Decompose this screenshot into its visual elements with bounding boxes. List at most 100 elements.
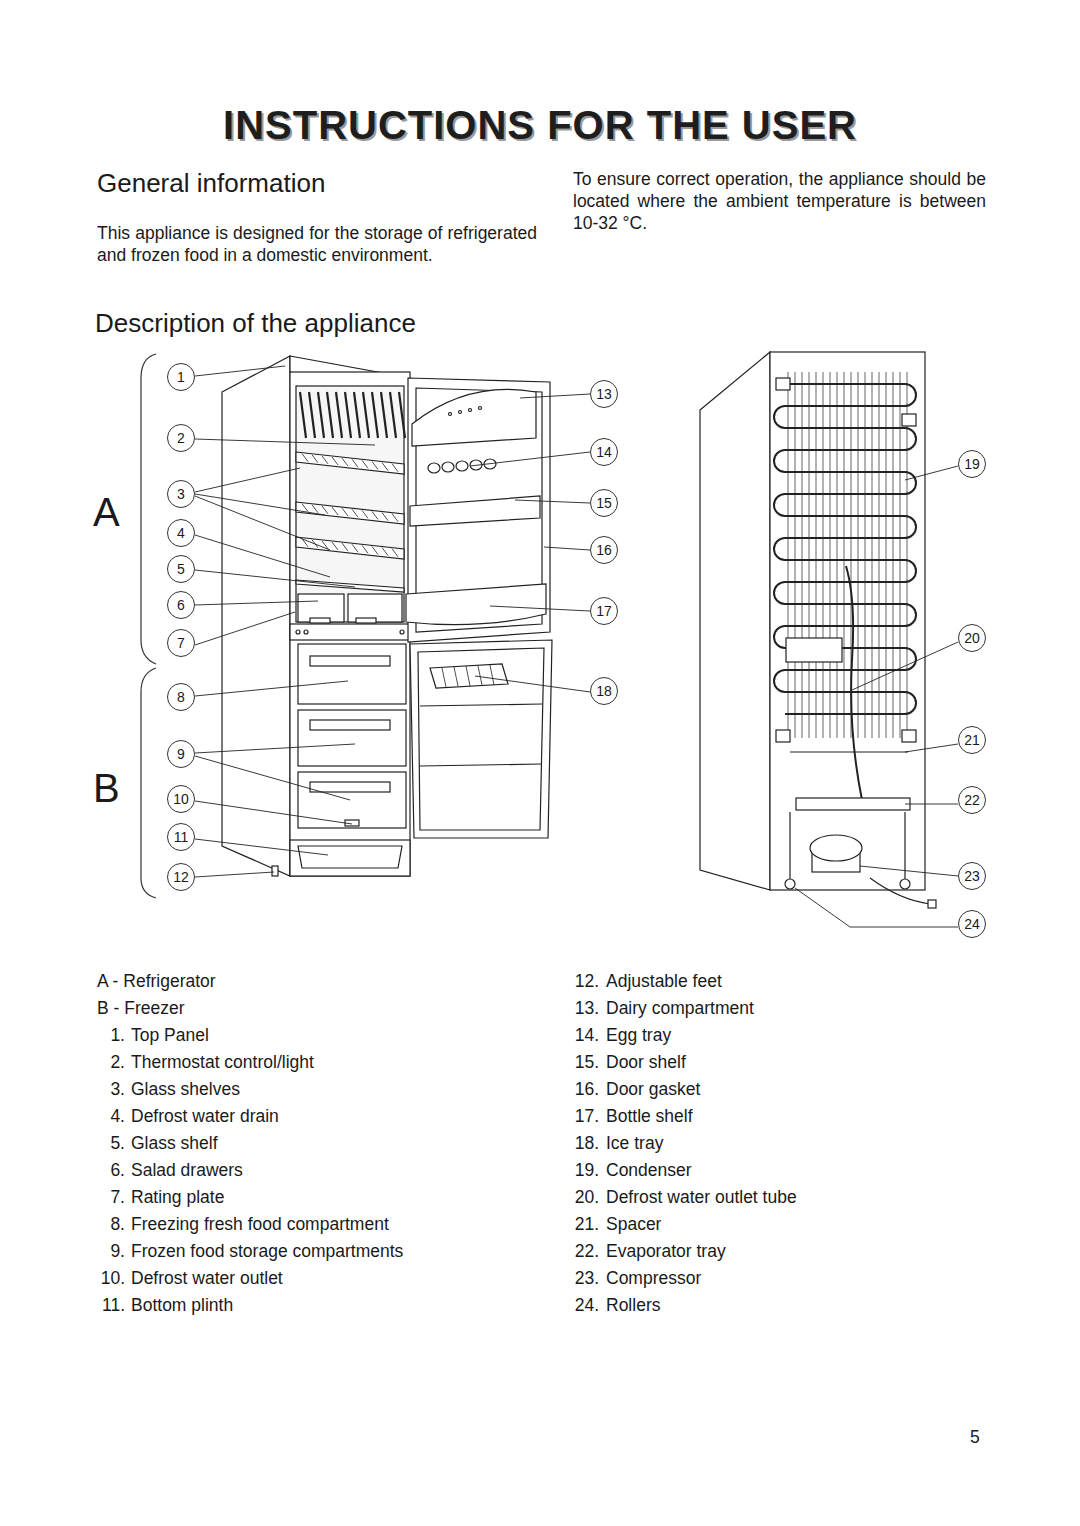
drawing-part <box>846 566 862 800</box>
drawing-part <box>195 570 355 587</box>
callout-circle: 17 <box>590 597 618 625</box>
drawing-part <box>860 866 958 876</box>
callout-number: 15 <box>596 495 612 511</box>
part-number: 21. <box>566 1214 599 1236</box>
section-heading: General information <box>97 167 325 200</box>
drawing-part <box>459 411 462 414</box>
section-heading: Description of the appliance <box>95 307 416 340</box>
drawing-part <box>902 414 916 426</box>
callout-number: 18 <box>596 683 612 699</box>
callout-number: 3 <box>177 486 185 502</box>
part-number: 19. <box>566 1160 599 1182</box>
part-name: Defrost water drain <box>131 1106 279 1128</box>
drawing-part <box>428 463 440 473</box>
part-number: 11. <box>92 1295 125 1317</box>
drawing-part <box>902 730 916 742</box>
callout-circle: 7 <box>167 629 195 657</box>
callout-number: 24 <box>964 916 980 932</box>
part-name: Glass shelf <box>131 1133 218 1155</box>
drawing-part <box>412 389 536 446</box>
drawing-part <box>222 356 290 876</box>
drawing-part <box>348 594 402 622</box>
callout-circle: 5 <box>167 555 195 583</box>
callout-number: 10 <box>173 791 189 807</box>
callout-circle: 19 <box>958 450 986 478</box>
drawing-part <box>795 888 958 927</box>
drawing-part <box>195 744 355 753</box>
part-number: 10. <box>92 1268 125 1290</box>
drawing-part <box>774 384 916 714</box>
drawing-part <box>776 378 790 390</box>
part-number: 4. <box>92 1106 125 1128</box>
drawing-part <box>298 644 406 704</box>
fridge-back-view <box>700 352 936 908</box>
callout-circle: 18 <box>590 677 618 705</box>
drawing-part <box>195 612 295 645</box>
part-number: 5. <box>92 1133 125 1155</box>
drawing-part <box>810 835 862 861</box>
callout-circle: 1 <box>167 363 195 391</box>
part-name: Rollers <box>606 1295 660 1317</box>
callout-number: 13 <box>596 386 612 402</box>
drawing-part <box>298 594 344 622</box>
part-name: Spacer <box>606 1214 661 1236</box>
callout-circle: 22 <box>958 786 986 814</box>
leader-lines <box>195 366 958 927</box>
part-number: 1. <box>92 1025 125 1047</box>
callout-number: 1 <box>177 369 185 385</box>
drawing-part <box>786 638 842 662</box>
part-name: Top Panel <box>131 1025 209 1047</box>
drawing-part <box>410 640 552 838</box>
callout-circle: 3 <box>167 480 195 508</box>
paragraph: This appliance is designed for the stora… <box>97 222 537 266</box>
drawing-part <box>406 584 546 625</box>
part-name: Evaporator tray <box>606 1241 726 1263</box>
drawing-part <box>290 372 410 876</box>
drawing-part <box>456 461 468 471</box>
drawing-part <box>796 798 910 810</box>
callout-circle: 14 <box>590 438 618 466</box>
drawing-part <box>310 618 330 623</box>
paragraph: To ensure correct operation, the applian… <box>573 168 986 234</box>
part-name: Door gasket <box>606 1079 700 1101</box>
drawing-part <box>356 618 376 623</box>
drawing-part <box>141 354 156 664</box>
callout-number: 11 <box>174 829 189 845</box>
drawing-part <box>900 879 910 889</box>
drawing-part <box>195 839 328 855</box>
part-number: 13. <box>566 998 599 1020</box>
group-bracket <box>141 354 156 898</box>
part-number: 23. <box>566 1268 599 1290</box>
drawing-part <box>700 352 770 890</box>
page-number: 5 <box>970 1427 980 1449</box>
drawing-part <box>490 606 590 611</box>
drawing-part <box>788 372 907 738</box>
callout-number: 9 <box>177 746 185 762</box>
drawing-part <box>442 462 454 472</box>
drawing-part <box>302 454 398 557</box>
callout-circle: 24 <box>958 910 986 938</box>
part-name: Defrost water outlet <box>131 1268 283 1290</box>
callout-circle: 9 <box>167 740 195 768</box>
part-name: Bottle shelf <box>606 1106 693 1128</box>
drawing-part <box>400 630 404 634</box>
part-name: Freezing fresh food compartment <box>131 1214 389 1236</box>
drawing-part <box>905 804 958 805</box>
drawing-part <box>430 664 508 688</box>
drawing-part <box>195 535 330 577</box>
drawing-part <box>928 900 936 908</box>
part-number: 22. <box>566 1241 599 1263</box>
drawing-part <box>442 665 494 687</box>
drawing-part <box>296 580 404 592</box>
callout-circle: 6 <box>167 591 195 619</box>
drawing-part <box>905 744 958 752</box>
part-number: 17. <box>566 1106 599 1128</box>
part-number: 6. <box>92 1160 125 1182</box>
drawing-part <box>515 500 590 503</box>
drawing-part <box>785 879 795 889</box>
callout-number: 23 <box>964 868 980 884</box>
group-letter: A <box>93 487 120 537</box>
callout-number: 4 <box>177 525 185 541</box>
part-number: 14. <box>566 1025 599 1047</box>
drawing-part <box>310 656 390 666</box>
